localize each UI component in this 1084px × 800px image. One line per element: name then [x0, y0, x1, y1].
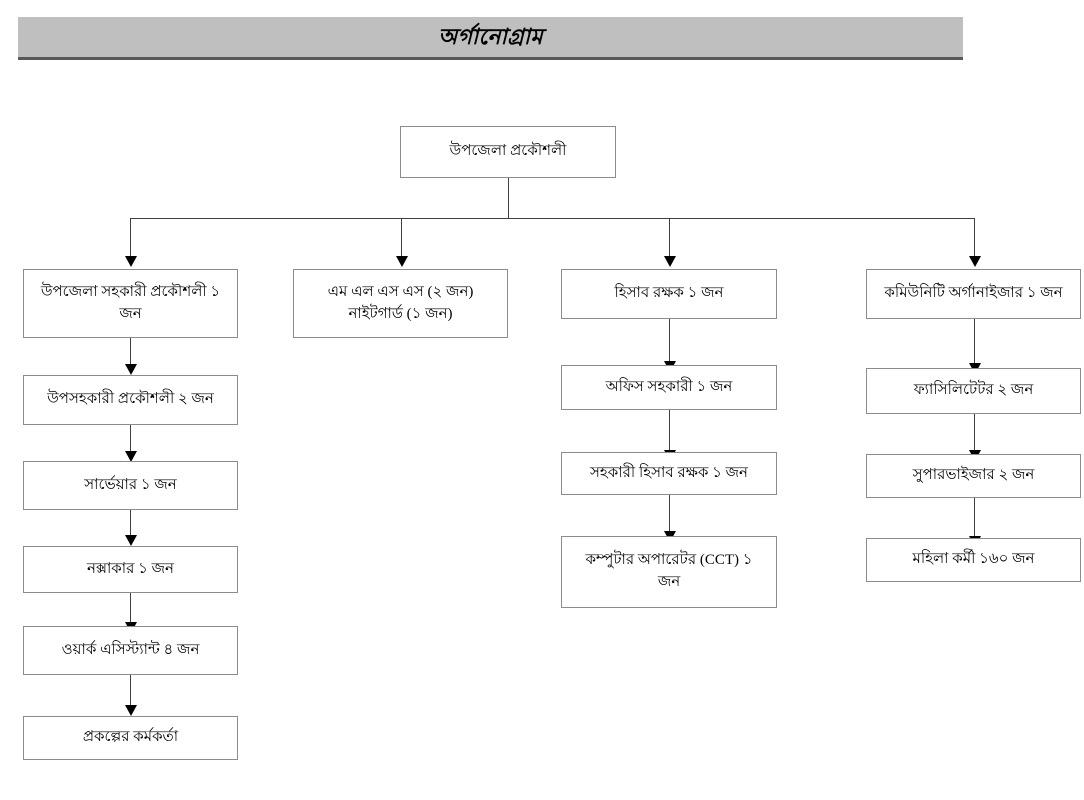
connector-col3-1-2: [669, 410, 670, 452]
node-col1-2[interactable]: সার্ভেয়ার ১ জন: [23, 461, 238, 510]
node-col4-3[interactable]: মহিলা কর্মী ১৬০ জন: [866, 538, 1081, 582]
arrowhead-col1-5: [125, 705, 137, 716]
node-col1-0-line2: জন: [119, 305, 142, 322]
node-col3-3-line1: কম্পুটার অপারেটর (CCT) ১: [585, 552, 753, 569]
node-col3-3-label: কম্পুটার অপারেটর (CCT) ১ জন: [568, 550, 770, 594]
connector-col4-2-3: [974, 498, 975, 538]
connector-drop-col2: [401, 218, 402, 258]
connector-drop-col4: [974, 218, 975, 258]
arrowhead-col1: [125, 256, 137, 267]
node-col3-0-label: হিসাব রক্ষক ১ জন: [614, 285, 724, 302]
arrowhead-col3: [664, 256, 676, 267]
node-col2-0-line1: এম এল এস এস (২ জন): [327, 283, 474, 300]
connector-col4-1-2: [974, 414, 975, 452]
connector-col3-0-1: [669, 319, 670, 363]
node-col1-0[interactable]: উপজেলা সহকারী প্রকৌশলী ১ জন: [23, 269, 238, 338]
node-col1-4-label: ওয়ার্ক এসিস্ট্যান্ট ৪ জন: [61, 641, 200, 658]
node-col1-5[interactable]: প্রকল্পের কর্মকর্তা: [23, 716, 238, 760]
page-title: অর্গানোগ্রাম: [438, 24, 543, 49]
node-col1-2-label: সার্ভেয়ার ১ জন: [84, 476, 177, 493]
connector-col1-0-1: [130, 338, 131, 366]
node-col1-1[interactable]: উপসহকারী প্রকৌশলী ২ জন: [23, 375, 238, 425]
connector-drop-col1: [130, 218, 131, 258]
node-col1-3-label: নক্সাকার ১ জন: [86, 560, 175, 577]
node-col4-0[interactable]: কমিউনিটি অর্গানাইজার ১ জন: [866, 269, 1081, 319]
node-col2-0-line2: নাইটগার্ড (১ জন): [348, 305, 453, 322]
arrowhead-col1-2: [125, 451, 137, 462]
node-col1-3[interactable]: নক্সাকার ১ জন: [23, 546, 238, 593]
arrowhead-col1-3: [125, 535, 137, 546]
node-col3-3-line2: জন: [657, 574, 681, 590]
connector-bus: [130, 218, 975, 219]
node-root-label: উপজেলা প্রকৌশলী: [449, 143, 567, 160]
node-col1-5-label: প্রকল্পের কর্মকর্তা: [82, 729, 179, 746]
connector-root-stem: [508, 178, 509, 218]
arrowhead-col2: [396, 256, 408, 267]
node-col4-2-label: সুপারভাইজার ২ জন: [912, 467, 1035, 484]
arrowhead-col1-1: [125, 364, 137, 375]
node-col4-1-label: ফ্যাসিলিটেটর ২ জন: [913, 382, 1034, 399]
node-col1-0-line1: উপজেলা সহকারী প্রকৌশলী ১: [40, 283, 221, 300]
connector-drop-col3: [669, 218, 670, 258]
node-root[interactable]: উপজেলা প্রকৌশলী: [400, 126, 616, 178]
node-col2-0-label: এম এল এস এস (২ জন) নাইটগার্ড (১ জন): [300, 282, 501, 326]
node-col2-0[interactable]: এম এল এস এস (২ জন) নাইটগার্ড (১ জন): [293, 269, 508, 338]
node-col1-1-label: উপসহকারী প্রকৌশলী ২ জন: [47, 391, 214, 408]
node-col3-0[interactable]: হিসাব রক্ষক ১ জন: [561, 269, 777, 319]
node-col4-2[interactable]: সুপারভাইজার ২ জন: [866, 454, 1081, 498]
node-col3-1[interactable]: অফিস সহকারী ১ জন: [561, 365, 777, 410]
node-col3-1-label: অফিস সহকারী ১ জন: [605, 378, 733, 395]
connector-col1-2-3: [130, 510, 131, 537]
node-col4-0-label: কমিউনিটি অর্গানাইজার ১ জন: [884, 285, 1063, 302]
title-banner: অর্গানোগ্রাম: [18, 17, 963, 60]
node-col1-4[interactable]: ওয়ার্ক এসিস্ট্যান্ট ৪ জন: [23, 626, 238, 675]
connector-col4-0-1: [974, 319, 975, 365]
connector-col1-3-4: [130, 593, 131, 624]
node-col1-0-label: উপজেলা সহকারী প্রকৌশলী ১ জন: [30, 282, 231, 326]
node-col3-3[interactable]: কম্পুটার অপারেটর (CCT) ১ জন: [561, 536, 777, 608]
connector-col1-1-2: [130, 425, 131, 453]
node-col3-2[interactable]: সহকারী হিসাব রক্ষক ১ জন: [561, 452, 777, 495]
node-col3-2-label: সহকারী হিসাব রক্ষক ১ জন: [590, 464, 748, 481]
connector-col3-2-3: [669, 495, 670, 533]
arrowhead-col4: [969, 256, 981, 267]
node-col4-3-label: মহিলা কর্মী ১৬০ জন: [912, 551, 1035, 568]
connector-col1-4-5: [130, 675, 131, 707]
node-col4-1[interactable]: ফ্যাসিলিটেটর ২ জন: [866, 368, 1081, 414]
